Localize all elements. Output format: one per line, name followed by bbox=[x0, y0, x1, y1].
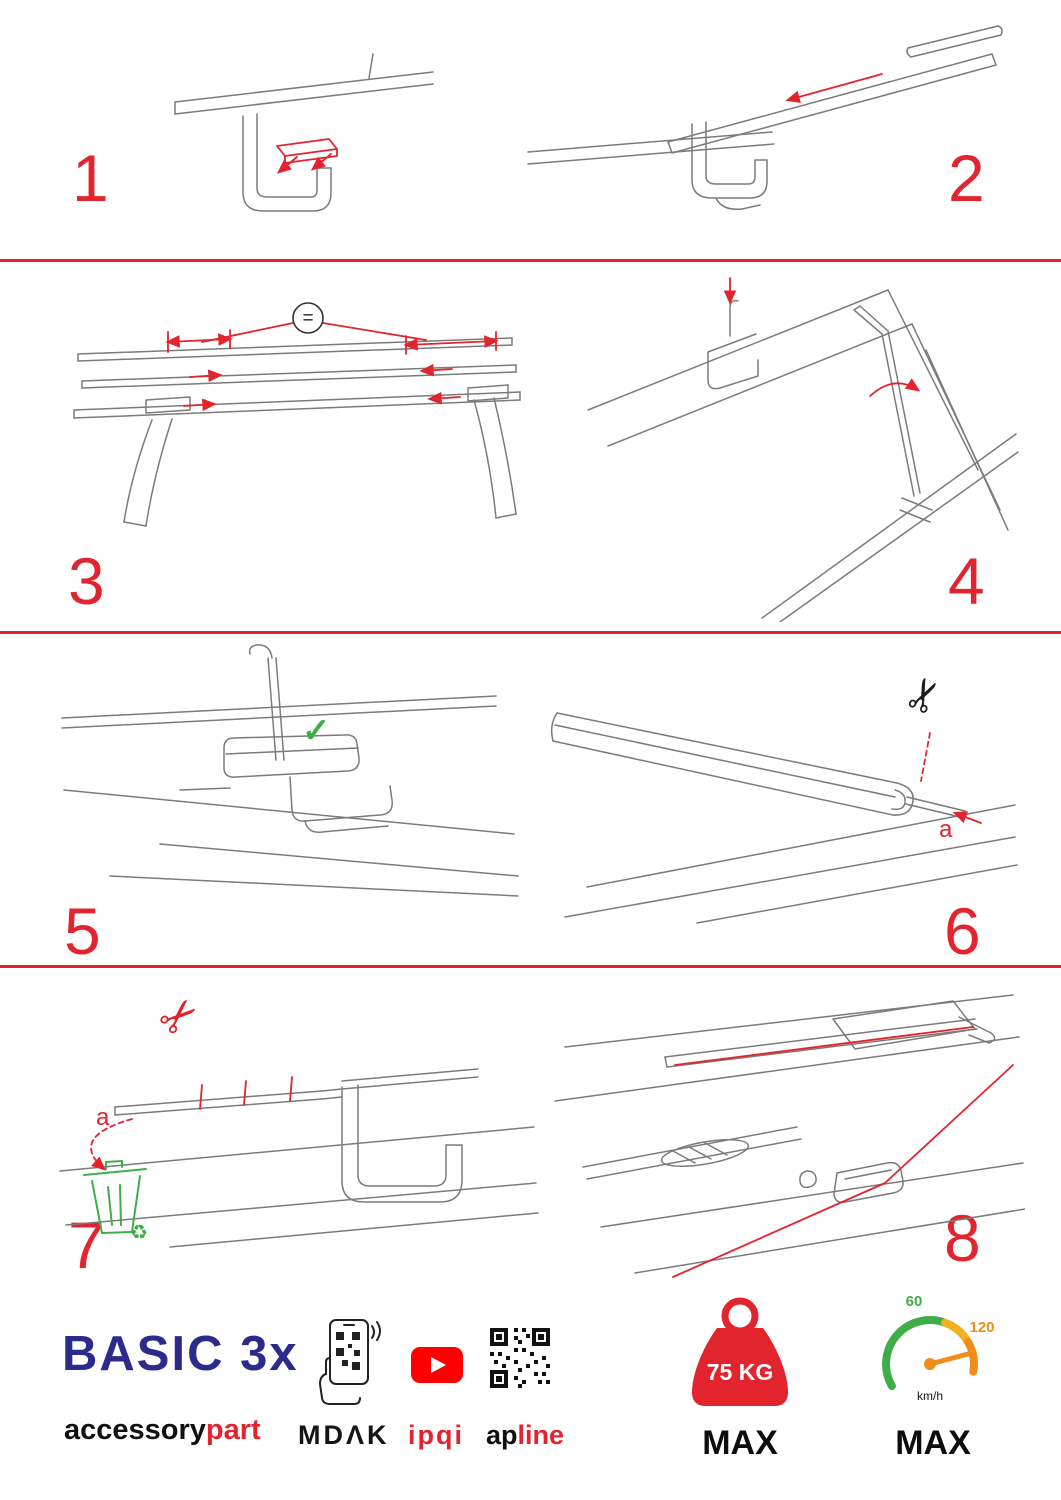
step-2-number: 2 bbox=[948, 141, 985, 215]
step-3-number: 3 bbox=[68, 544, 105, 618]
section-divider bbox=[0, 965, 1061, 968]
part-a-label: a bbox=[96, 1104, 110, 1131]
product-name: BASIC 3x bbox=[62, 1327, 299, 1381]
step-6-drawing: ✂ a bbox=[550, 675, 1018, 924]
scissors-icon: ✂ bbox=[895, 675, 955, 723]
equal-sign: = bbox=[302, 308, 313, 329]
youtube-icon bbox=[411, 1347, 463, 1383]
recycle-icon: ♻ bbox=[130, 1222, 148, 1244]
step-2-drawing bbox=[527, 25, 1003, 211]
brand-accessorypart: accessorypart bbox=[64, 1414, 261, 1447]
step-5-drawing: ✓ bbox=[61, 644, 519, 897]
brand-accessory-text: accessory bbox=[64, 1414, 206, 1446]
max-load-value: 75 KG bbox=[707, 1359, 773, 1385]
max-load-label: MAX bbox=[702, 1424, 778, 1462]
logo-ap-text: ap bbox=[486, 1420, 518, 1450]
speed-low-label: 60 bbox=[906, 1293, 923, 1310]
step-4-number: 4 bbox=[948, 544, 985, 618]
logo-mdak: MDΛK bbox=[298, 1420, 390, 1450]
step-6-number: 6 bbox=[944, 894, 981, 968]
cut-line bbox=[920, 732, 982, 824]
max-speed-label: MAX bbox=[895, 1424, 971, 1462]
logo-apline: apline bbox=[486, 1420, 564, 1451]
part-a-label: a bbox=[939, 816, 953, 843]
step-1-drawing bbox=[174, 53, 434, 212]
strap-routing-lines bbox=[672, 1026, 1014, 1278]
logo-ipqi: ipqi bbox=[408, 1420, 464, 1450]
section-divider bbox=[0, 631, 1061, 634]
step-4-drawing bbox=[587, 277, 1019, 622]
section-divider bbox=[0, 259, 1061, 262]
check-icon: ✓ bbox=[302, 712, 331, 750]
slide-direction-arrow bbox=[785, 73, 883, 103]
max-load-icon: 75 KG bbox=[692, 1297, 788, 1406]
step-1-number: 1 bbox=[72, 141, 109, 215]
speed-unit-label: km/h bbox=[917, 1389, 943, 1403]
qr-code bbox=[488, 1326, 552, 1390]
step-8-number: 8 bbox=[944, 1201, 981, 1275]
trash-bin-icon bbox=[83, 1160, 147, 1234]
equal-spacing-badge bbox=[292, 302, 324, 334]
speed-limit-icon: 60 120 km/h bbox=[882, 1293, 995, 1403]
equal-overhang-dimensions bbox=[165, 322, 499, 412]
brand-part-text: part bbox=[205, 1414, 261, 1446]
step-3-drawing: = bbox=[73, 302, 521, 527]
step-5-number: 5 bbox=[64, 894, 101, 968]
scissors-icon: ✂ bbox=[147, 985, 210, 1048]
cut-marks-and-discard-path bbox=[90, 1076, 293, 1171]
rubber-pad-insert bbox=[276, 138, 338, 174]
step-8-drawing bbox=[554, 994, 1025, 1278]
tighten-arrows bbox=[723, 277, 921, 397]
step-7-drawing: a ✂ ♻ bbox=[59, 985, 539, 1248]
speed-high-label: 120 bbox=[969, 1319, 994, 1336]
logo-line-text: line bbox=[517, 1420, 565, 1450]
qr-scan-phone-icon bbox=[319, 1319, 381, 1405]
